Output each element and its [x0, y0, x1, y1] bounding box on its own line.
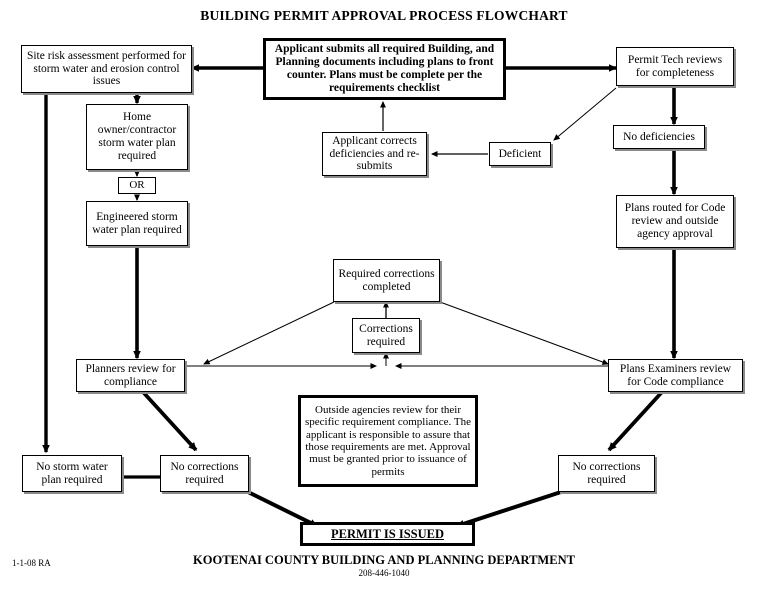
- node-no-corrections-required-right-label: No corrections required: [572, 460, 641, 486]
- node-engineered-storm-water-plan[interactable]: Engineered storm water plan required: [86, 201, 188, 246]
- node-no-corrections-required-left-label: No corrections required: [170, 460, 239, 486]
- node-deficient-label: Deficient: [498, 147, 542, 160]
- wire-planners-to-nocorrections-left: [141, 390, 198, 452]
- node-planners-review[interactable]: Planners review for compliance: [76, 359, 185, 392]
- node-site-risk-assessment[interactable]: Site risk assessment performed for storm…: [21, 45, 192, 93]
- node-no-deficiencies[interactable]: No deficiencies: [613, 125, 705, 149]
- node-plans-routed-label: Plans routed for Code review and outside…: [624, 202, 726, 240]
- node-outside-agencies-review[interactable]: Outside agencies review for their specif…: [298, 395, 478, 487]
- node-required-corrections-completed-label: Required corrections completed: [338, 267, 435, 293]
- node-required-corrections-completed[interactable]: Required corrections completed: [333, 259, 440, 302]
- page-title: BUILDING PERMIT APPROVAL PROCESS FLOWCHA…: [200, 8, 568, 23]
- node-deficient[interactable]: Deficient: [489, 142, 551, 166]
- node-permit-is-issued-label: PERMIT IS ISSUED: [330, 527, 444, 541]
- node-home-owner-storm-water-plan-label: Home owner/contractor storm water plan r…: [97, 111, 177, 162]
- node-no-storm-water-plan-required[interactable]: No storm water plan required: [22, 455, 122, 492]
- wire-permittech-to-deficient: [553, 87, 617, 141]
- node-or-label: OR: [129, 179, 145, 192]
- node-site-risk-assessment-label: Site risk assessment performed for storm…: [26, 49, 187, 88]
- node-corrections-required[interactable]: Corrections required: [352, 318, 420, 353]
- node-no-storm-water-plan-required-label: No storm water plan required: [36, 460, 108, 486]
- wire-completed-to-plansexaminers: [439, 301, 609, 365]
- node-outside-agencies-review-label: Outside agencies review for their specif…: [305, 404, 471, 478]
- wire-completed-to-planners: [203, 301, 335, 365]
- node-engineered-storm-water-plan-label: Engineered storm water plan required: [92, 210, 182, 236]
- node-home-owner-storm-water-plan[interactable]: Home owner/contractor storm water plan r…: [86, 104, 188, 170]
- node-permit-tech-reviews[interactable]: Permit Tech reviews for completeness: [616, 47, 734, 86]
- node-no-deficiencies-label: No deficiencies: [623, 130, 695, 143]
- node-plans-routed[interactable]: Plans routed for Code review and outside…: [616, 195, 734, 248]
- node-plans-examiners-review-label: Plans Examiners review for Code complian…: [619, 362, 732, 388]
- node-corrections-required-label: Corrections required: [359, 322, 413, 348]
- node-plans-examiners-review[interactable]: Plans Examiners review for Code complian…: [608, 359, 743, 392]
- footer-phone: 208-446-1040: [358, 568, 410, 578]
- node-no-corrections-required-left[interactable]: No corrections required: [160, 455, 249, 492]
- node-permit-tech-reviews-label: Permit Tech reviews for completeness: [627, 53, 723, 79]
- wire-plansexaminers-to-nocorrections-right: [607, 390, 664, 452]
- wire-nocorrections-right-to-permit: [455, 490, 562, 528]
- node-no-corrections-required-right[interactable]: No corrections required: [558, 455, 655, 492]
- node-applicant-corrects[interactable]: Applicant corrects deficiencies and re-s…: [322, 132, 427, 176]
- footer-department: KOOTENAI COUNTY BUILDING AND PLANNING DE…: [193, 553, 575, 567]
- node-applicant-submits[interactable]: Applicant submits all required Building,…: [263, 38, 506, 100]
- node-applicant-submits-label: Applicant submits all required Building,…: [274, 43, 495, 94]
- wire-nocorrections-left-to-permit: [247, 490, 319, 528]
- node-planners-review-label: Planners review for compliance: [85, 362, 176, 388]
- node-or[interactable]: OR: [118, 177, 156, 194]
- footer-revision: 1-1-08 RA: [12, 558, 51, 568]
- node-applicant-corrects-label: Applicant corrects deficiencies and re-s…: [329, 134, 420, 173]
- node-permit-is-issued[interactable]: PERMIT IS ISSUED: [300, 522, 475, 546]
